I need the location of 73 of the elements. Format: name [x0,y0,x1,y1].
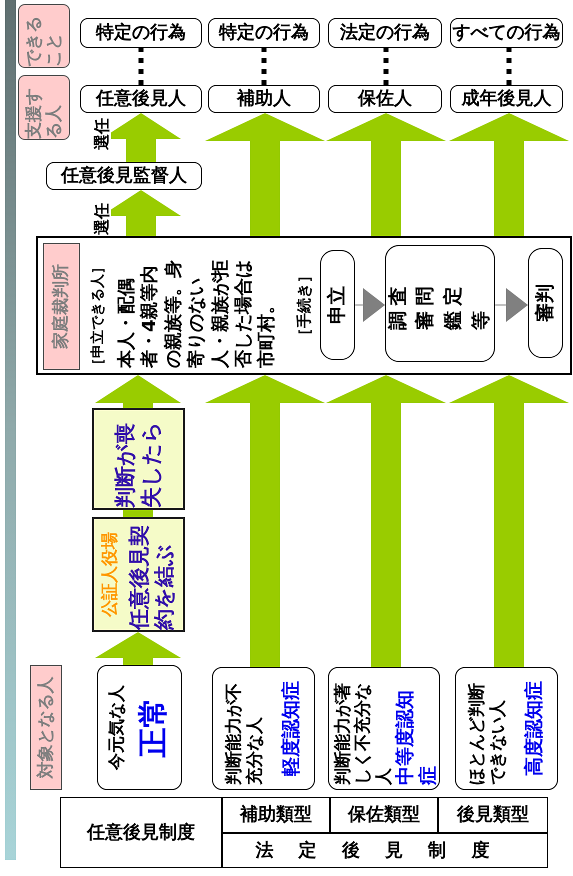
condition-text: 任意後見契約を結ぶ [126,524,177,630]
category-label [18,4,70,68]
label-text: 任意後見監督人 [61,165,187,187]
arrow [95,632,181,665]
description: 判断能力が不充分な人 [224,682,266,785]
label-text: 法定の行為 [340,22,430,44]
label-text: 家庭裁判所 [51,264,72,349]
paragraph: 本人・配偶者・4親等内の親族等。身寄りのない人・親族が拒否した場合は市町村。 [115,259,278,368]
condition-box [92,408,185,510]
label-text: 成年後見人 [462,88,552,110]
dotted-line [384,48,388,85]
court-panel [36,236,572,375]
arrow [354,288,386,322]
status-text: 高度認知症 [522,681,546,776]
arrow [95,375,181,408]
condition-text: 判断が喪失したら [113,420,164,508]
action-box [80,18,202,48]
action-box [328,18,442,48]
step-box [385,245,495,362]
label-text: 特定の行為 [219,22,309,44]
arrow [449,375,569,667]
condition-box [92,517,185,632]
description: 今元気な人 [106,685,128,770]
supporter-box [208,85,320,113]
table-cell: 法定後見制度 [222,833,548,868]
table-cell: 補助類型 [222,797,330,833]
action-box [208,18,320,48]
label-text: すべての行為 [452,22,560,44]
dotted-line [262,48,266,85]
heading: ［手続き］ [295,267,313,343]
arrow [205,375,325,667]
status-text: 正常 [136,698,172,758]
person-box [328,667,440,790]
arrow [326,113,446,236]
connector [123,510,153,517]
arrow [494,288,528,322]
person-box [97,665,182,790]
category-label [43,243,80,370]
category-label [18,75,70,140]
label-text: 申立 [326,286,349,324]
edge-label: 選任 [92,203,112,235]
label-text: 特定の行為 [96,22,186,44]
label-text: 任意後見人 [96,88,186,110]
label-text: 審判 [534,284,557,322]
supporter-box [450,85,563,113]
step-box [528,248,563,358]
place-text: 公証人役場 [100,532,120,617]
supporter-box [80,85,202,113]
table-cell: 任意後見制度 [60,797,222,868]
label-text: 保佐人 [358,88,412,110]
edge-label: 選任 [92,118,112,150]
step-box [320,250,355,360]
status-text: 軽度認知症 [280,681,303,776]
status-text: 中等度認知症 [394,689,440,785]
label-text: 支援する人 [24,87,64,139]
label-text: 対象となる人 [36,676,56,778]
person-box [455,667,558,790]
arrow [205,113,325,236]
label-text: 補助人 [237,88,291,110]
table-cell: 後見類型 [438,797,548,833]
arrow [449,113,569,236]
dotted-line [138,48,144,85]
description: ほとんど判断できない人 [467,682,508,785]
table-cell: 保佐類型 [330,797,438,833]
supporter-box [46,162,202,190]
label-text: できること [24,15,64,67]
description: 判断能力が著しく不充分な人 [333,682,394,785]
step-label: 調査審問鑑定等 [386,280,493,330]
heading: ［申立できる人］ [90,259,107,372]
supporter-box [328,85,442,113]
category-label [30,665,62,790]
dotted-line [506,48,512,85]
person-box [212,667,315,790]
